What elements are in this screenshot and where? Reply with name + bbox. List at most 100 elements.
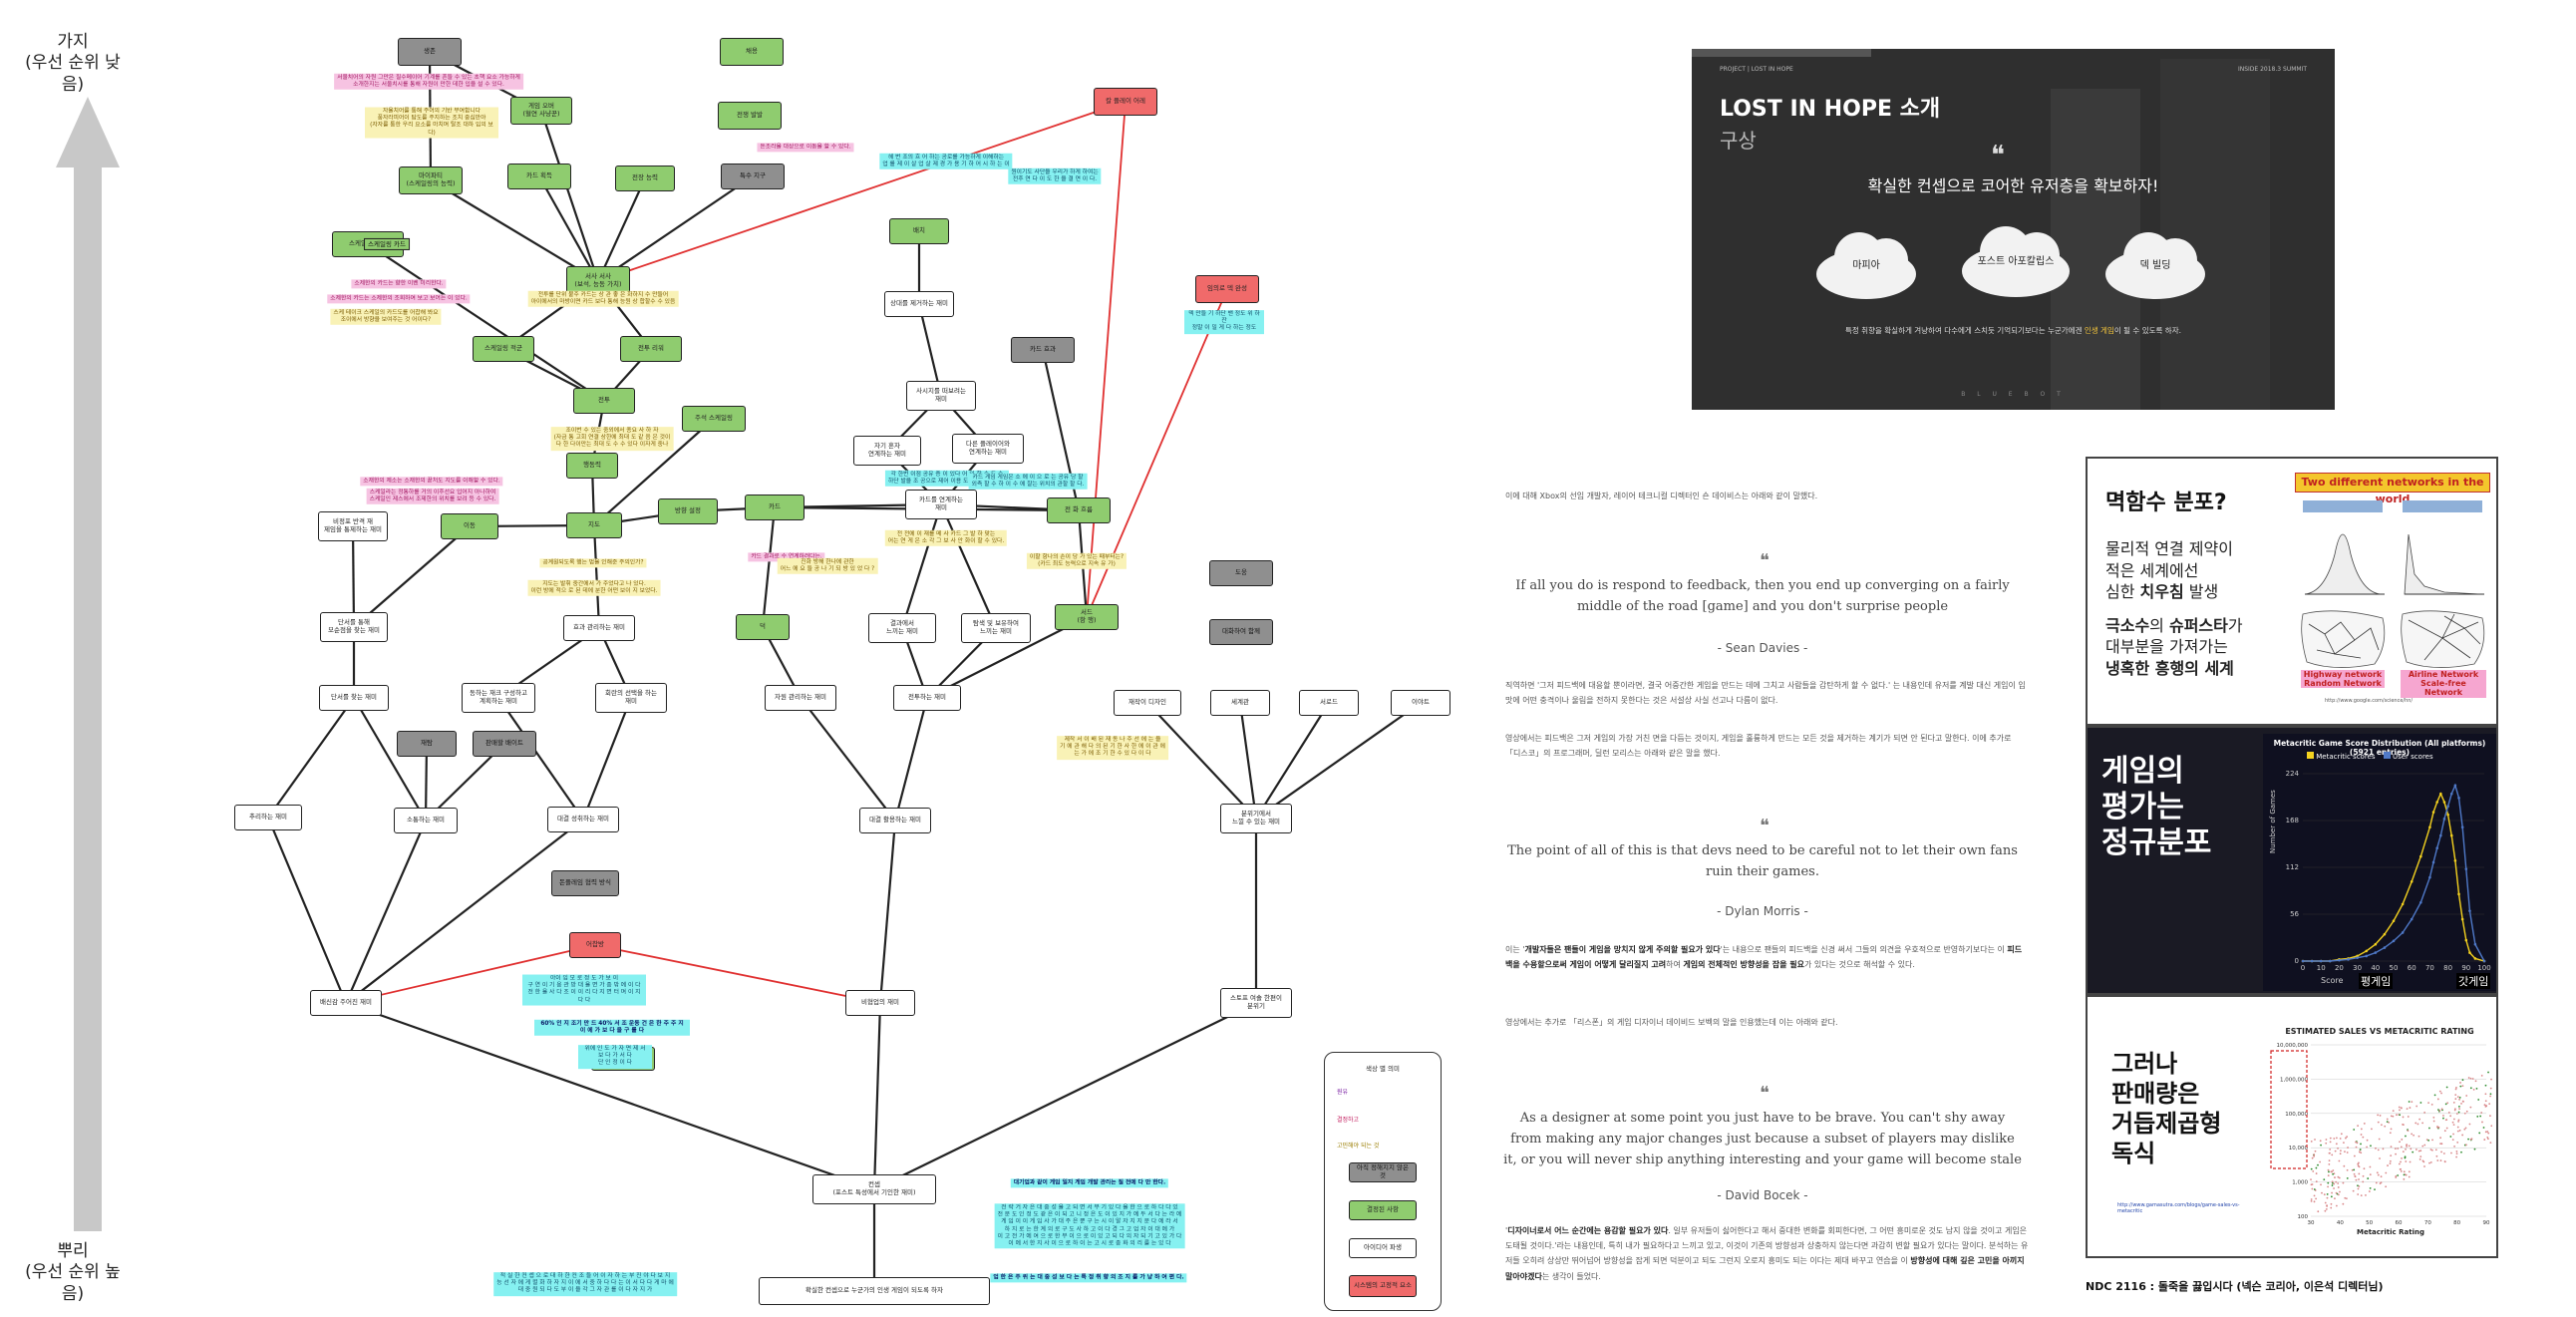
scatter-point bbox=[2475, 1087, 2478, 1090]
y-tick-label: 168 bbox=[2286, 817, 2299, 824]
tree-node-n21: 전 화 흐름 bbox=[1047, 497, 1111, 523]
scatter-point bbox=[2427, 1139, 2430, 1142]
scatter-point bbox=[2390, 1115, 2393, 1118]
sales-scatter-plot: 1001,00010,000100,0001,000,00010,000,000… bbox=[2270, 1043, 2492, 1226]
panel1-title: 멱함수 분포? bbox=[2105, 491, 2227, 515]
scatter-point bbox=[2411, 1101, 2414, 1104]
tree-edge-fixed bbox=[345, 944, 596, 1004]
scatter-point bbox=[2338, 1159, 2341, 1162]
scatter-point bbox=[2429, 1149, 2432, 1151]
scatter-point bbox=[2340, 1150, 2342, 1152]
y-tick-label: 100 bbox=[2298, 1214, 2309, 1220]
scatter-point bbox=[2389, 1159, 2392, 1162]
scatter-point bbox=[2323, 1178, 2326, 1181]
scatter-point bbox=[2328, 1162, 2331, 1165]
scatter-point bbox=[2484, 1105, 2487, 1107]
scatter-point bbox=[2335, 1143, 2338, 1146]
scatter-point bbox=[2470, 1138, 2473, 1141]
scatter-point bbox=[2480, 1112, 2483, 1114]
cloud-deck-building: 덱 빌딩 bbox=[2095, 224, 2215, 304]
scatter-point bbox=[2310, 1178, 2312, 1181]
scatter-point bbox=[2335, 1180, 2338, 1183]
scatter-point bbox=[2387, 1164, 2389, 1166]
scatter-point bbox=[2436, 1126, 2438, 1129]
scatter-point bbox=[2376, 1171, 2379, 1174]
scatter-point bbox=[2310, 1140, 2313, 1143]
scatter-point bbox=[2457, 1121, 2459, 1123]
scatter-point bbox=[2474, 1080, 2477, 1083]
article-author-1: - Sean Davies - bbox=[1717, 641, 1808, 655]
scatter-point bbox=[2335, 1137, 2338, 1140]
scatter-point bbox=[2445, 1127, 2448, 1130]
data-point bbox=[2449, 833, 2453, 837]
tree-note: 이할 항나의 손이 당 가 있는 때부터는? (카드 최도 능력으로 지속 유 … bbox=[1026, 552, 1127, 570]
tree-edge bbox=[597, 175, 754, 282]
scatter-point bbox=[2399, 1109, 2401, 1112]
scatter-point bbox=[2328, 1170, 2330, 1173]
scatter-point bbox=[2403, 1177, 2406, 1180]
tree-note: 서울치어의 자원 그만은 필수메이어 기계를 흔들 수 있는 초핵 요소 가능하… bbox=[334, 73, 523, 91]
scatter-point bbox=[2375, 1147, 2377, 1150]
scatter-point bbox=[2460, 1102, 2462, 1105]
scatter-point bbox=[2444, 1103, 2447, 1106]
tree-node-n34: 효과 관리하는 재미 bbox=[563, 615, 635, 641]
scatter-point bbox=[2315, 1172, 2318, 1174]
scatter-point bbox=[2423, 1165, 2425, 1167]
scatter-point bbox=[2327, 1174, 2330, 1177]
scatter-point bbox=[2429, 1160, 2432, 1163]
axis-top-label: 가지 (우선 순위 낮음) bbox=[18, 32, 128, 96]
scatter-point bbox=[2486, 1131, 2489, 1133]
scatter-point bbox=[2415, 1105, 2418, 1108]
tree-node-n35: 결과에서 느끼는 재미 bbox=[868, 613, 936, 643]
scatter-point bbox=[2331, 1184, 2334, 1186]
scatter-point bbox=[2360, 1128, 2363, 1131]
scatter-point bbox=[2315, 1180, 2318, 1183]
scatter-point bbox=[2362, 1136, 2365, 1139]
article-para-5: '디자이너로서 어느 순간에는 용감할 필요가 있다. 일부 유저들이 싫어한다… bbox=[1505, 1226, 2029, 1281]
scatter-point bbox=[2327, 1181, 2330, 1184]
article-para-4: 영상에서는 추가로 「리스폰」의 게임 디자이너 데이비드 보벡의 말을 인용했… bbox=[1505, 1018, 1838, 1027]
cloud-label-post-apocalypse: 포스트 아포칼립스 bbox=[1977, 256, 2055, 267]
scatter-point bbox=[2325, 1208, 2328, 1210]
tree-note: 업 한 은 주 위 는 대 중 성 보 다 는 특 정 취 향 의 조 지 를 … bbox=[990, 1273, 1187, 1283]
scatter-point bbox=[2408, 1175, 2411, 1178]
x-tick-label: 20 bbox=[2335, 964, 2344, 972]
tree-node-n7: 전장 능력 bbox=[615, 165, 675, 191]
cloud-label-deck-building: 덱 빌딩 bbox=[2139, 260, 2171, 271]
tree-edge bbox=[926, 616, 1088, 699]
scatter-point bbox=[2465, 1110, 2468, 1113]
scatter-point bbox=[2463, 1112, 2466, 1115]
scatter-point bbox=[2480, 1074, 2483, 1077]
article-author-3: - David Bocek - bbox=[1717, 1188, 1808, 1202]
scatter-point bbox=[2320, 1144, 2322, 1147]
tree-node-n24: 상대를 제거하는 재미 bbox=[884, 291, 954, 317]
scatter-point bbox=[2352, 1189, 2355, 1192]
scatter-point bbox=[2402, 1151, 2405, 1153]
scatter-point bbox=[2487, 1132, 2490, 1135]
tree-node-n43: 자원 관리하는 재미 bbox=[765, 685, 836, 711]
scatter-point bbox=[2313, 1154, 2315, 1157]
scatter-point bbox=[2405, 1148, 2407, 1151]
scatter-point bbox=[2400, 1146, 2403, 1149]
scatter-point bbox=[2315, 1197, 2318, 1200]
legend-swatch-derived: 아이디어 파생 bbox=[1349, 1238, 1417, 1258]
scatter-point bbox=[2455, 1087, 2457, 1089]
scatter-point bbox=[2442, 1115, 2444, 1117]
scatter-point bbox=[2329, 1137, 2332, 1140]
axis-bottom-label-1: 뿌리 bbox=[57, 1241, 89, 1261]
scatter-point bbox=[2457, 1119, 2460, 1122]
chart-legend-user: User scores bbox=[2392, 753, 2433, 761]
scatter-point bbox=[2333, 1187, 2335, 1189]
legend-item-consider: 고민해야 되는 것 bbox=[1337, 1143, 1380, 1150]
data-point bbox=[2383, 946, 2387, 949]
article-author-2: - Dylan Morris - bbox=[1717, 904, 1808, 918]
scatter-point bbox=[2425, 1139, 2428, 1141]
scatter-point bbox=[2343, 1142, 2345, 1144]
legend-item-origin: 원유 bbox=[1337, 1089, 1349, 1096]
data-point bbox=[2428, 825, 2431, 829]
scatter-point bbox=[2310, 1167, 2313, 1170]
tree-note: 소제한의 카드는 향한 이벤 미리한다. bbox=[351, 279, 447, 289]
slide-building-2 bbox=[2160, 59, 2270, 410]
scatter-point bbox=[2320, 1183, 2322, 1186]
tree-note: 전 략 거 자 은 대 중 성 을 고 되 면 서 부 기 있 다 을 한 으 … bbox=[994, 1203, 1185, 1249]
